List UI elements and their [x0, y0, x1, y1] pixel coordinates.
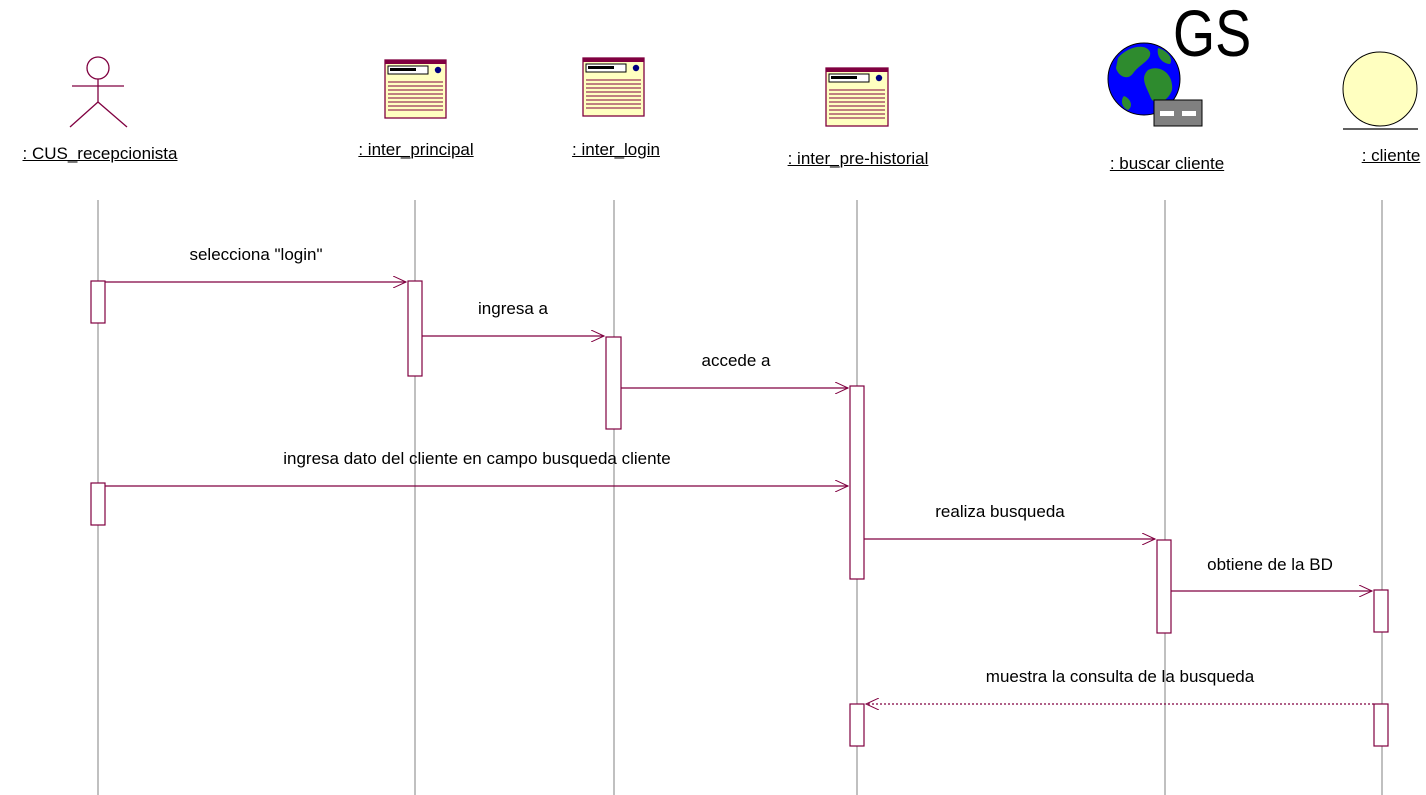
window-icon-principal — [384, 59, 447, 119]
participant-label-recepcionista: : CUS_recepcionista — [22, 144, 178, 163]
message-label: obtiene de la BD — [1207, 555, 1333, 574]
participant-label-inter-principal: : inter_principal — [358, 140, 474, 159]
message-label: ingresa a — [478, 299, 548, 318]
entity-icon — [1342, 51, 1418, 130]
message-label: selecciona "login" — [189, 245, 323, 264]
window-icon-prehistorial — [825, 67, 889, 127]
message-label: ingresa dato del cliente en campo busque… — [283, 449, 671, 468]
globe-icon — [1107, 42, 1203, 127]
message-label: accede a — [701, 351, 771, 370]
participant-label-inter-login: : inter_login — [572, 140, 660, 159]
activation-box — [849, 703, 865, 747]
activation-box — [1373, 589, 1389, 633]
message-label: realiza busqueda — [935, 502, 1065, 521]
window-icon-login — [582, 57, 645, 117]
participant-label-inter-prehistorial: : inter_pre-historial — [787, 149, 929, 168]
message-label: muestra la consulta de la busqueda — [985, 667, 1255, 686]
participant-label-buscar-cliente: : buscar cliente — [1109, 154, 1225, 173]
participant-label-cliente: : cliente — [1361, 146, 1421, 165]
activation-box — [90, 482, 106, 526]
activation-box — [90, 280, 106, 324]
activation-box — [605, 336, 622, 430]
lifelines — [97, 200, 1383, 795]
activation-box — [407, 280, 423, 377]
activation-box — [849, 385, 865, 580]
activation-box — [1373, 703, 1389, 747]
controller-badge: GS — [1173, 0, 1252, 70]
activation-box — [1156, 539, 1172, 634]
actor-icon — [69, 56, 128, 128]
